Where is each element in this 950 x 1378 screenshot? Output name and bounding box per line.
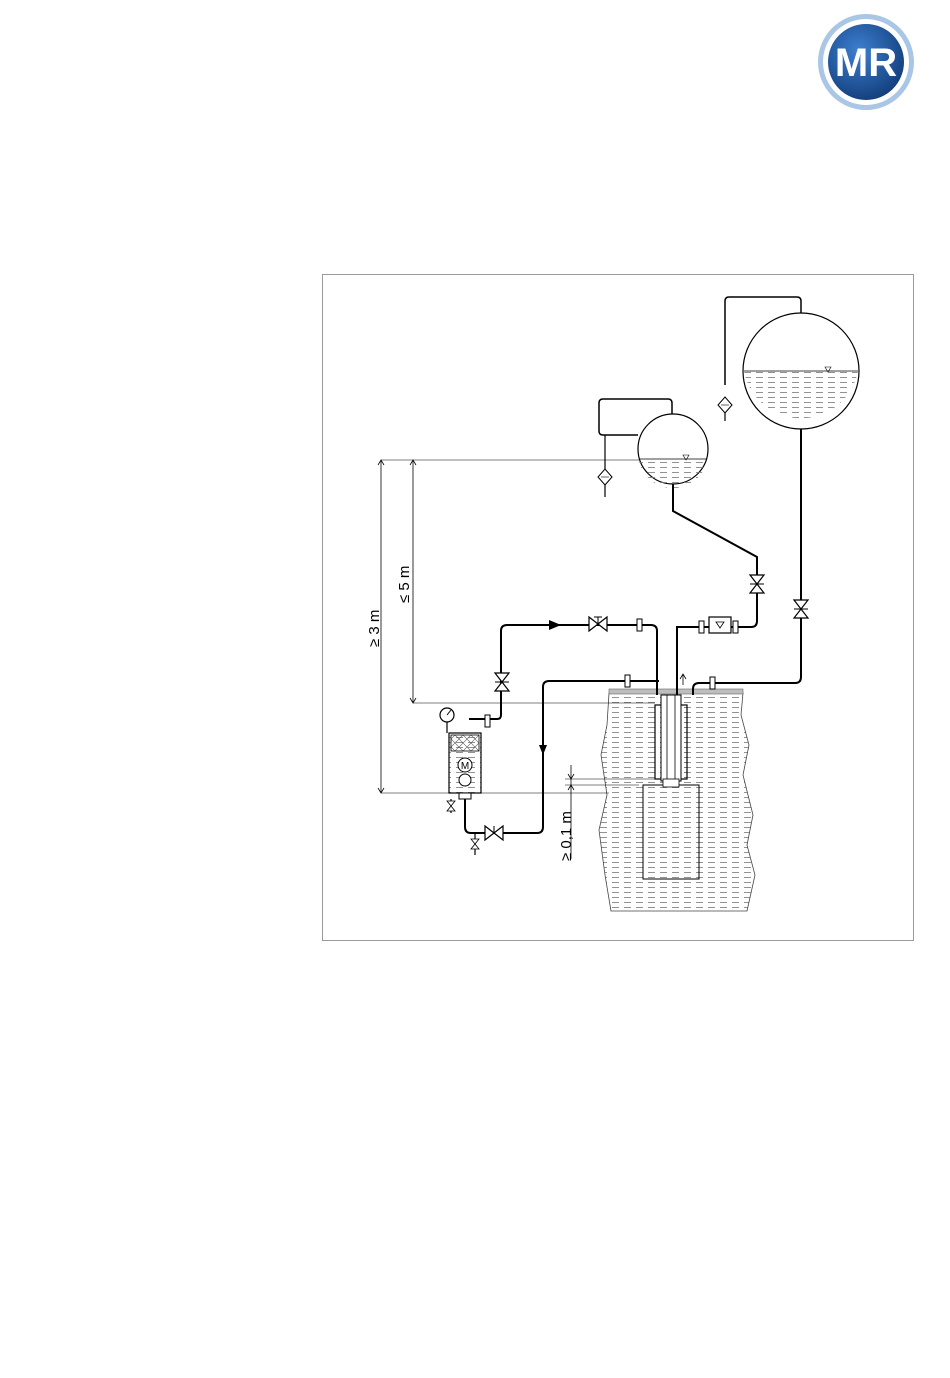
pipe-conservator-to-tapchanger [673, 484, 764, 695]
dimension-min-01m: ≥ 0,1 m [558, 811, 575, 861]
large-oil-conservator [743, 313, 859, 429]
installation-diagram: M ≥ 3 m ≤ 5 m [322, 274, 914, 941]
pipe-large-conservator [693, 429, 808, 695]
dimension-min-3m: ≥ 3 m [366, 610, 383, 647]
dimension-max-5m: ≤ 5 m [396, 566, 413, 603]
logo-text: MR [835, 41, 897, 85]
small-oil-conservator [638, 414, 708, 488]
mr-logo: MR [816, 12, 916, 112]
motor-label: M [461, 761, 469, 772]
